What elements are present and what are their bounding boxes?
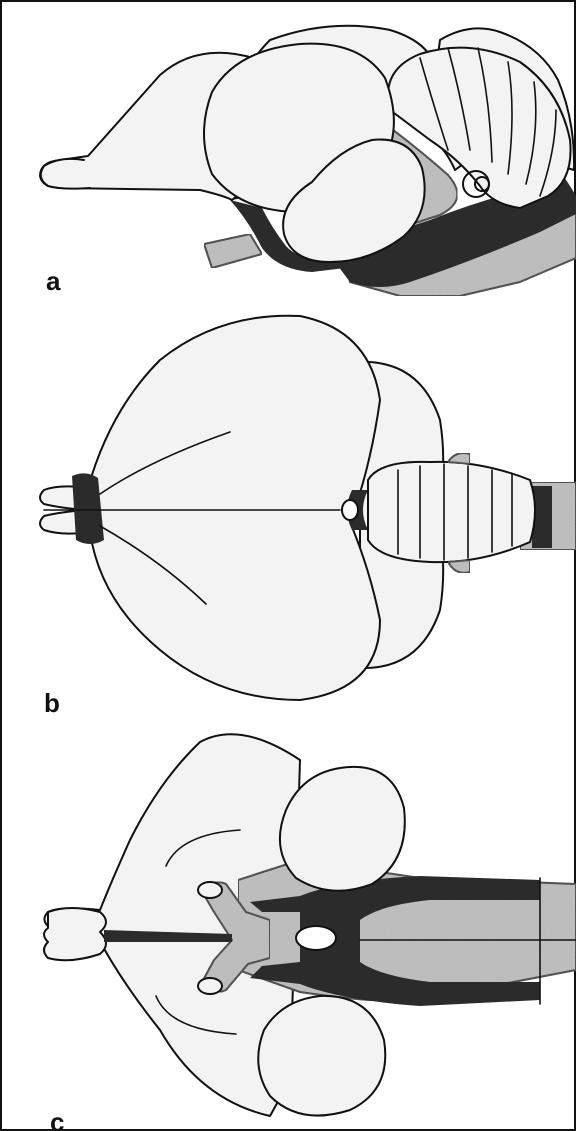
panel-a-label: a — [46, 266, 61, 296]
panel-c-ventral-view: c — [44, 734, 576, 1131]
panel-b-dorsal-view: b — [40, 316, 576, 718]
panel-b-label: b — [44, 688, 60, 718]
panel-b-cerebellar-auricle-top — [448, 453, 470, 464]
panel-b-pineal — [342, 500, 358, 520]
panel-c-pituitary — [296, 926, 336, 950]
panel-c-optic-nerve-top — [198, 882, 222, 898]
panel-a-olfactory-bulb — [41, 159, 90, 189]
panel-c-label: c — [50, 1107, 64, 1131]
panel-c-optic-nerve-bottom — [198, 978, 222, 994]
panel-b-cerebellum — [368, 462, 535, 562]
panel-c-olfactory-bulbs — [44, 908, 106, 960]
panel-c-optic-lobe-lower — [258, 996, 385, 1116]
panel-a-lateral-view: a — [40, 26, 576, 296]
panel-b-cerebellar-auricle-bottom — [448, 560, 470, 573]
panel-a-optic-nerve — [204, 234, 262, 268]
